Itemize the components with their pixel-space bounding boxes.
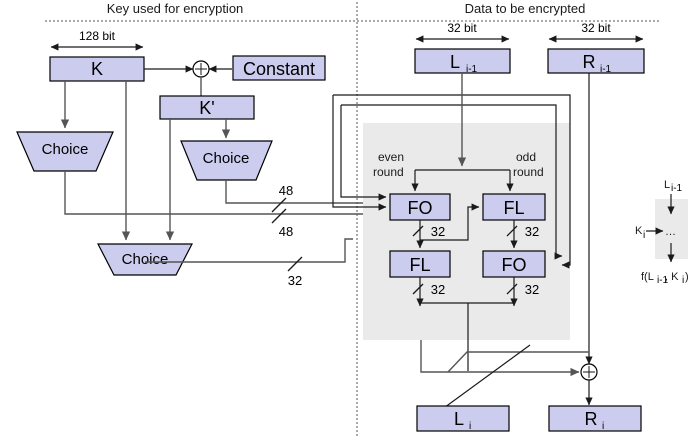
label-even-round-line1: even — [378, 150, 404, 164]
label-odd-round-line2: round — [513, 165, 544, 179]
legend-output-mid: , K — [665, 271, 679, 283]
box-constant — [232, 55, 326, 81]
legend-output-suffix: ) — [685, 271, 689, 283]
bus-32-seg — [145, 238, 353, 263]
box-fl-top — [482, 193, 546, 221]
label-odd-round-line1: odd — [516, 150, 536, 164]
choice-bottom-label: Choice — [122, 251, 169, 268]
box-fo-top-label: FO — [408, 198, 433, 218]
box-l-out-sub: i — [469, 421, 471, 432]
choice-left-label: Choice — [42, 141, 89, 158]
box-fo-top — [389, 193, 451, 221]
dim-label-32-left: 32 bit — [447, 21, 477, 35]
box-fl-bottom-label: FL — [409, 255, 430, 275]
feedback-outer-left-drop — [332, 95, 387, 211]
bus-label-32-key: 32 — [288, 273, 302, 288]
legend-key-label: K — [635, 225, 643, 237]
wire-round-out-to-xor — [420, 340, 580, 377]
slash-fo-top — [412, 225, 424, 237]
box-r-prev — [547, 48, 645, 74]
label-even-round-line2: round — [373, 165, 404, 179]
title-key-side: Key used for encryption — [107, 1, 244, 16]
trapezoid-choice-left — [16, 131, 114, 172]
box-fo-bottom-label: FO — [502, 255, 527, 275]
legend-input-sub: i-1 — [671, 183, 683, 194]
choice-mid-label: Choice — [203, 150, 250, 167]
bus-label-48-upper: 48 — [279, 183, 293, 198]
box-constant-label: Constant — [243, 59, 315, 79]
width-label-fo-top: 32 — [431, 224, 445, 239]
box-fl-bottom — [389, 250, 451, 278]
feedback-inner-path — [341, 104, 563, 260]
wire-feed-left-diagonal-top — [447, 351, 589, 373]
dim-label-128: 128 bit — [79, 29, 116, 43]
legend-key-sub: i — [643, 230, 645, 241]
slash-fo-bottom — [506, 283, 518, 295]
box-l-prev-label: L — [450, 52, 460, 72]
legend-input-label: L — [664, 179, 670, 191]
wire-cross-to-l-out — [436, 344, 531, 414]
legend-output-sub2: i — [682, 275, 684, 286]
trapezoid-choice-bottom — [97, 243, 193, 276]
dim-label-32-right: 32 bit — [581, 21, 611, 35]
slash-fl-top — [506, 225, 518, 237]
box-fo-bottom — [482, 250, 546, 278]
box-l-prev — [414, 48, 511, 74]
legend-output-prefix: f(L — [641, 271, 654, 283]
box-kprime-label: K' — [199, 98, 214, 118]
feedback-outer-path — [333, 94, 571, 269]
box-r-out-label: R — [585, 409, 598, 429]
slash-fl-bottom — [412, 283, 424, 295]
box-l-prev-sub: i-1 — [466, 64, 478, 75]
box-l-out-label: L — [454, 409, 464, 429]
slash-48-upper — [271, 197, 287, 213]
width-label-fo-bottom: 32 — [525, 282, 539, 297]
legend-output-sub1: i-1 — [657, 275, 669, 286]
box-fl-top-label: FL — [503, 198, 524, 218]
box-r-prev-label: R — [583, 52, 596, 72]
slash-32-key — [287, 256, 303, 272]
bus-48-upper — [225, 180, 391, 208]
box-r-out-sub: i — [602, 421, 604, 432]
legend-ellipsis: … — [665, 226, 676, 238]
box-r-out — [548, 405, 642, 432]
feedback-inner-left-drop — [340, 105, 387, 201]
bus-label-48-lower: 48 — [279, 224, 293, 239]
trapezoid-choice-mid — [180, 140, 273, 181]
width-label-fl-bottom: 32 — [431, 282, 445, 297]
wire-fo-top-to-fl-top — [420, 203, 480, 241]
box-kprime — [159, 95, 255, 120]
box-l-out — [416, 405, 510, 432]
round-region-background — [363, 123, 570, 340]
width-label-fl-top: 32 — [525, 224, 539, 239]
box-r-prev-sub: i-1 — [600, 64, 612, 75]
box-k-label: K — [91, 59, 103, 79]
slash-48-lower — [271, 208, 287, 224]
title-data-side: Data to be encrypted — [465, 1, 586, 16]
